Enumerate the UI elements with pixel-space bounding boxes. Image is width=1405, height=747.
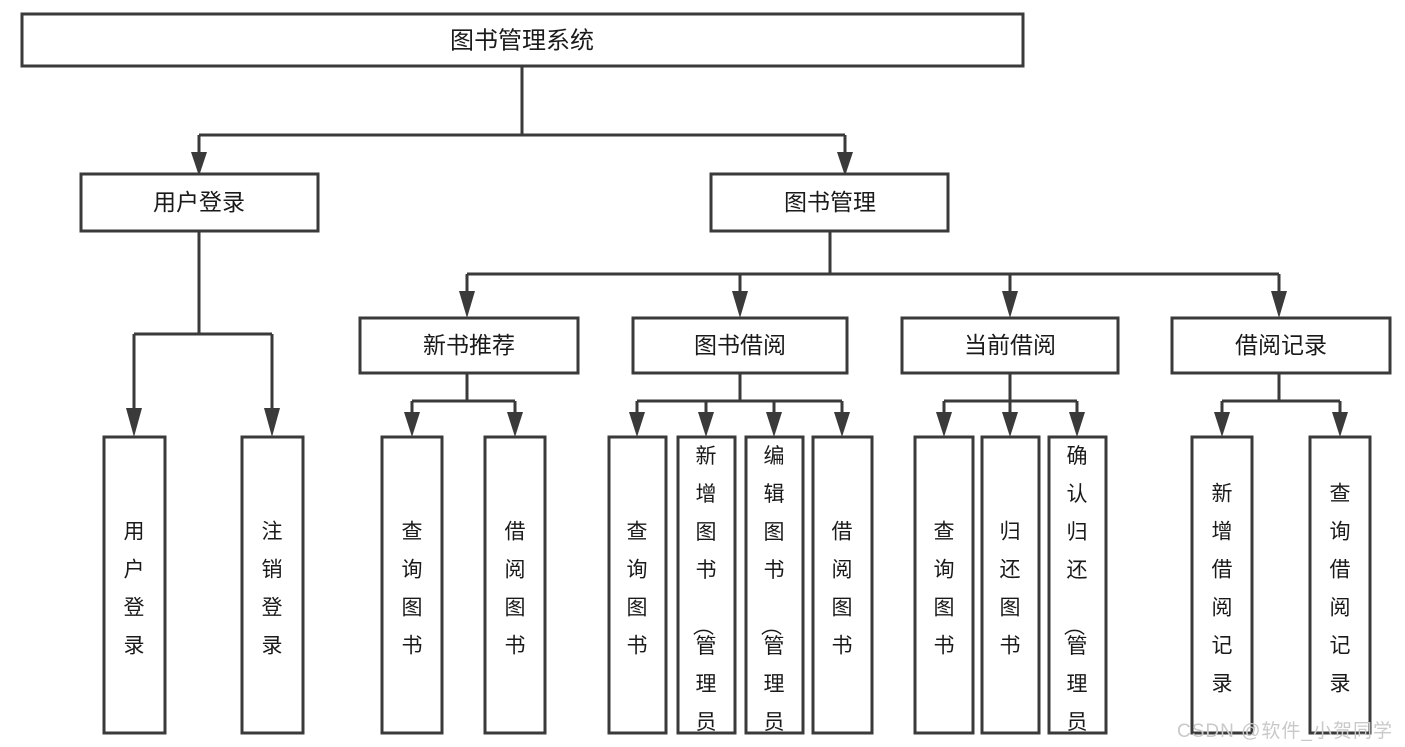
leaf-current-borrow-0-box[interactable] bbox=[913, 435, 975, 735]
leaf-borrow-record-0-box[interactable] bbox=[1190, 435, 1254, 735]
node-book-management[interactable]: 图书管理 bbox=[709, 172, 950, 233]
leaf-new-book-1[interactable]: 借阅图书 bbox=[483, 435, 547, 735]
arrow-head-level3-2 bbox=[1002, 291, 1018, 318]
arrow-head-leaf-user-login-1 bbox=[264, 408, 280, 437]
arrow-head-leaf-current-2 bbox=[1069, 412, 1085, 437]
leaf-book-borrow-1[interactable]: 新增图书（管理员） bbox=[676, 435, 737, 747]
leaf-new-book-0-box[interactable] bbox=[380, 435, 444, 735]
csdn-watermark: CSDN @软件_小贺同学 bbox=[1177, 721, 1393, 742]
node-book-borrow-box[interactable] bbox=[631, 316, 849, 375]
leaf-user-login-0-label: 用户登录 bbox=[124, 521, 145, 658]
leaf-user-login-1-label: 注销登录 bbox=[262, 521, 283, 658]
node-borrow-record-label: 借阅记录 bbox=[1235, 332, 1327, 358]
node-root-system-label: 图书管理系统 bbox=[450, 27, 594, 54]
node-user-login-box[interactable] bbox=[79, 172, 320, 233]
node-root-system[interactable]: 图书管理系统 bbox=[20, 12, 1025, 68]
node-new-book-recommend[interactable]: 新书推荐 bbox=[358, 316, 580, 375]
node-current-borrow-label: 当前借阅 bbox=[964, 332, 1056, 358]
leaf-current-borrow-1[interactable]: 归还图书 bbox=[980, 435, 1041, 735]
leaf-book-borrow-2[interactable]: 编辑图书（管理员） bbox=[744, 435, 805, 747]
arrow-head-leaf-borrow-1 bbox=[698, 412, 714, 437]
leaf-current-borrow-2-label: 确认归还（管理员） bbox=[1062, 445, 1088, 747]
arrow-head-leaf-current-1 bbox=[1002, 412, 1018, 437]
leaf-new-book-1-box[interactable] bbox=[483, 435, 547, 735]
arrow-head-leaf-record-1 bbox=[1332, 412, 1348, 437]
node-book-management-label: 图书管理 bbox=[784, 189, 876, 215]
arrow-head-leaf-newbook-1 bbox=[507, 412, 523, 437]
leaf-book-borrow-2-box[interactable] bbox=[744, 435, 805, 735]
arrow-head-leaf-user-login-0 bbox=[126, 408, 142, 437]
leaf-current-borrow-1-label: 归还图书 bbox=[1000, 521, 1021, 658]
node-current-borrow-box[interactable] bbox=[900, 316, 1120, 375]
leaf-borrow-record-1-label: 查询借阅记录 bbox=[1330, 483, 1351, 696]
node-borrow-record[interactable]: 借阅记录 bbox=[1170, 316, 1392, 375]
leaf-book-borrow-1-label: 新增图书（管理员） bbox=[691, 445, 717, 747]
node-user-login[interactable]: 用户登录 bbox=[79, 172, 320, 233]
leaf-book-borrow-3-box[interactable] bbox=[811, 435, 874, 735]
leaf-book-borrow-2-label: 编辑图书（管理员） bbox=[759, 445, 785, 747]
leaf-current-borrow-2[interactable]: 确认归还（管理员） bbox=[1047, 435, 1108, 747]
leaf-book-borrow-3[interactable]: 借阅图书 bbox=[811, 435, 874, 735]
leaf-new-book-1-label: 借阅图书 bbox=[505, 521, 526, 658]
leaf-user-login-1[interactable]: 注销登录 bbox=[240, 435, 305, 735]
node-borrow-record-box[interactable] bbox=[1170, 316, 1392, 375]
arrow-head-leaf-current-0 bbox=[936, 412, 952, 437]
node-book-management-box[interactable] bbox=[709, 172, 950, 233]
leaf-current-borrow-0-label: 查询图书 bbox=[934, 521, 955, 658]
node-book-borrow-label: 图书借阅 bbox=[694, 332, 786, 358]
leaf-borrow-record-0[interactable]: 新增借阅记录 bbox=[1190, 435, 1254, 735]
arrow-head-leaf-record-0 bbox=[1214, 412, 1230, 437]
leaf-user-login-1-box[interactable] bbox=[240, 435, 305, 735]
arrow-head-leaf-borrow-0 bbox=[629, 412, 645, 437]
leaf-user-login-0-box[interactable] bbox=[102, 435, 167, 735]
node-book-borrow[interactable]: 图书借阅 bbox=[631, 316, 849, 375]
leaf-book-borrow-0-label: 查询图书 bbox=[627, 521, 648, 658]
leaf-borrow-record-1[interactable]: 查询借阅记录 bbox=[1308, 435, 1372, 735]
arrow-head-leaf-borrow-3 bbox=[834, 412, 850, 437]
arrow-head-user-login bbox=[191, 152, 207, 176]
connector-layer bbox=[126, 66, 1348, 437]
arrow-head-level3-3 bbox=[1271, 291, 1287, 318]
leaf-new-book-0-label: 查询图书 bbox=[402, 521, 423, 658]
leaf-book-borrow-0-box[interactable] bbox=[607, 435, 668, 735]
leaf-book-borrow-3-label: 借阅图书 bbox=[832, 521, 853, 658]
leaf-borrow-record-0-label: 新增借阅记录 bbox=[1212, 483, 1233, 696]
leaf-current-borrow-0[interactable]: 查询图书 bbox=[913, 435, 975, 735]
node-new-book-recommend-box[interactable] bbox=[358, 316, 580, 375]
leaf-current-borrow-1-box[interactable] bbox=[980, 435, 1041, 735]
node-root-system-box[interactable] bbox=[20, 12, 1025, 68]
leaf-user-login-0[interactable]: 用户登录 bbox=[102, 435, 167, 735]
leaf-book-borrow-0[interactable]: 查询图书 bbox=[607, 435, 668, 735]
node-new-book-recommend-label: 新书推荐 bbox=[423, 332, 515, 358]
arrow-head-level3-0 bbox=[459, 291, 475, 318]
arrow-head-leaf-borrow-2 bbox=[766, 412, 782, 437]
node-current-borrow[interactable]: 当前借阅 bbox=[900, 316, 1120, 375]
leaf-new-book-0[interactable]: 查询图书 bbox=[380, 435, 444, 735]
arrow-head-leaf-newbook-0 bbox=[404, 412, 420, 437]
arrow-head-book-mgmt bbox=[837, 152, 853, 176]
leaf-book-borrow-1-box[interactable] bbox=[676, 435, 737, 735]
leaf-borrow-record-1-box[interactable] bbox=[1308, 435, 1372, 735]
node-user-login-label: 用户登录 bbox=[153, 189, 245, 215]
leaf-current-borrow-2-box[interactable] bbox=[1047, 435, 1108, 735]
arrow-head-level3-1 bbox=[732, 291, 748, 318]
